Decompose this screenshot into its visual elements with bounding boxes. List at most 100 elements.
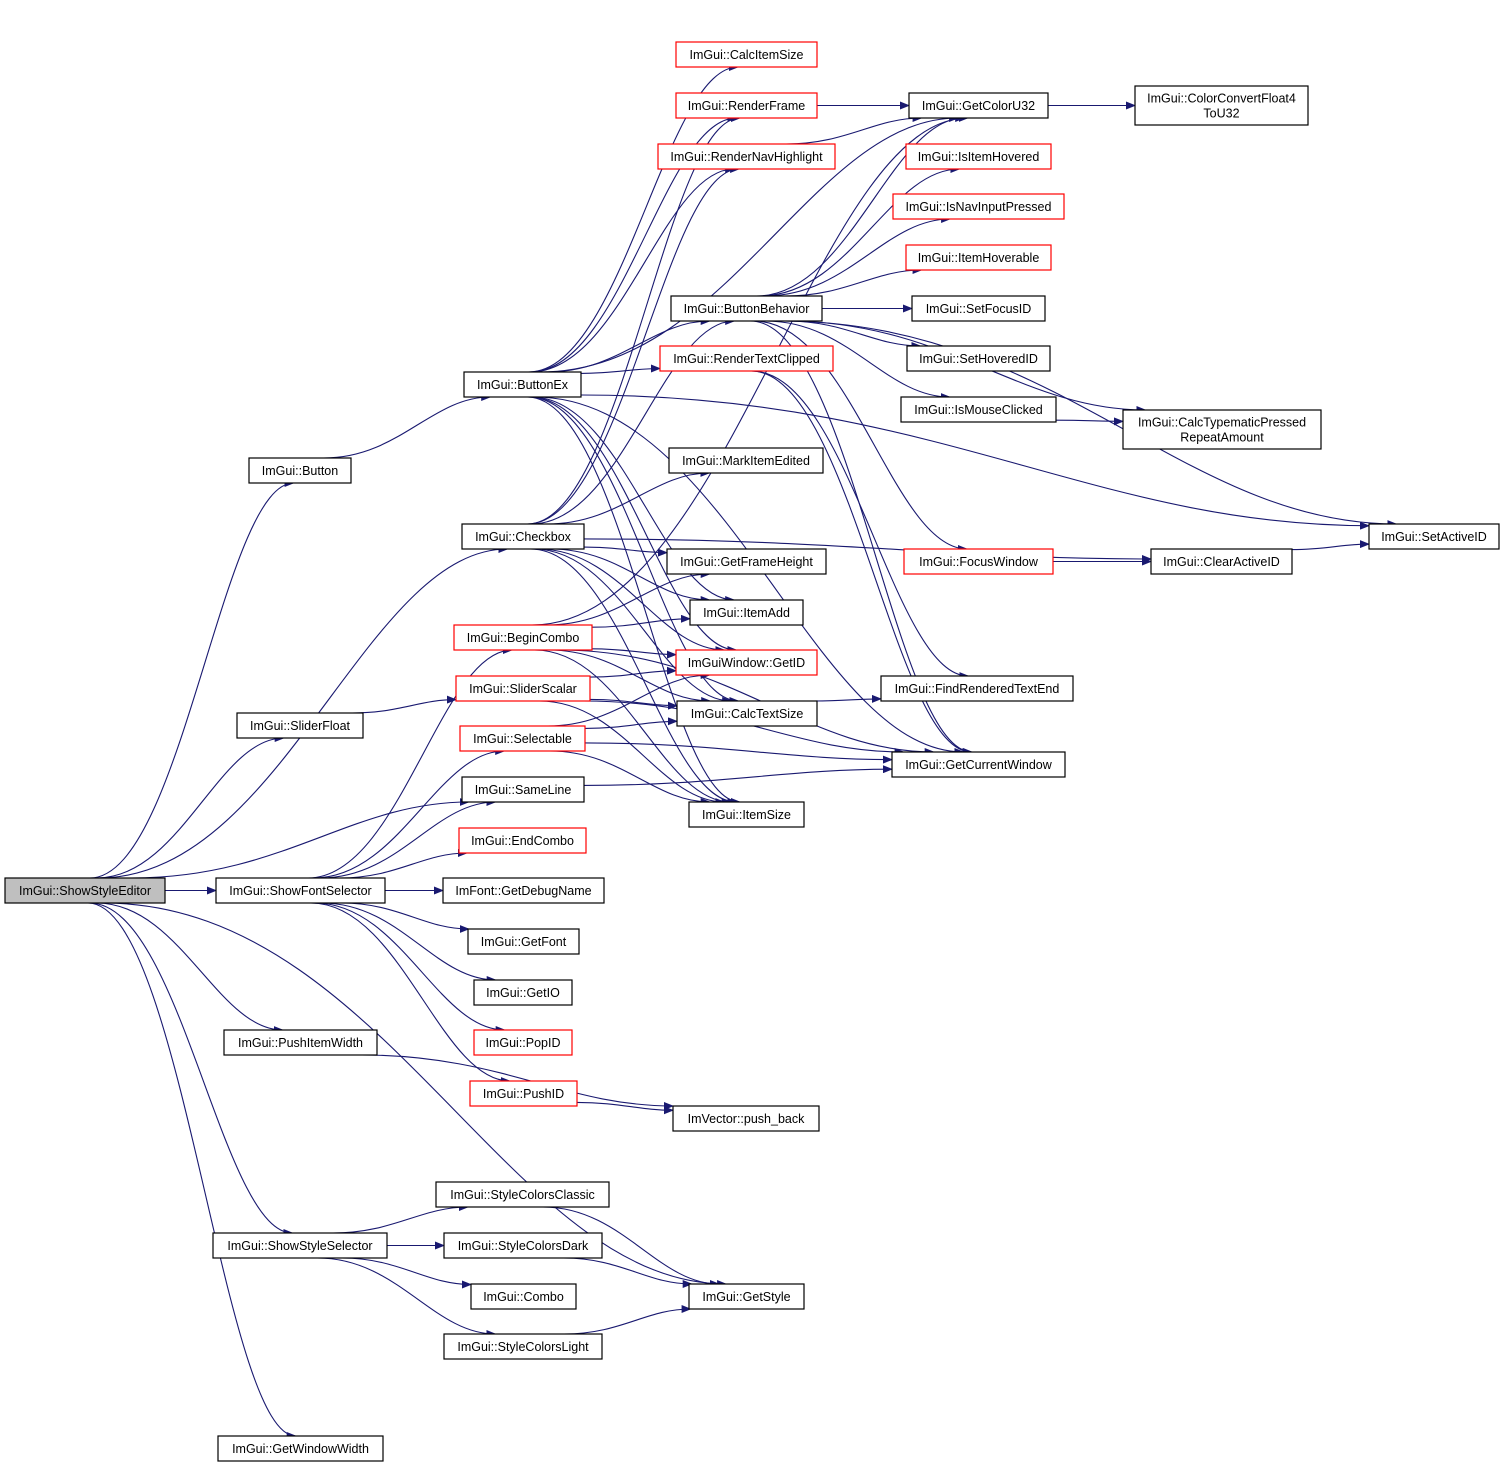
node-label: ImGui::RenderFrame xyxy=(688,99,805,113)
node-buttonex[interactable]: ImGui::ButtonEx xyxy=(463,371,582,398)
node-box xyxy=(670,295,823,322)
node-itemadd[interactable]: ImGui::ItemAdd xyxy=(689,599,804,626)
call-edge-sliderscalar-to-itemsize xyxy=(539,700,726,806)
node-getid[interactable]: ImGuiWindow::GetID xyxy=(675,649,818,676)
node-calctextsize[interactable]: ImGui::CalcTextSize xyxy=(676,700,818,727)
call-edge-showfont-to-getfont xyxy=(341,902,470,933)
node-begincombo[interactable]: ImGui::BeginCombo xyxy=(453,624,593,651)
node-box xyxy=(443,1333,603,1360)
node-label: RepeatAmount xyxy=(1180,431,1264,445)
node-box xyxy=(458,827,587,854)
node-showstylesel[interactable]: ImGui::ShowStyleSelector xyxy=(212,1232,388,1259)
node-getstyle[interactable]: ImGui::GetStyle xyxy=(688,1283,805,1310)
call-edge-buttonex-to-renderframe xyxy=(529,114,738,373)
node-itemsize[interactable]: ImGui::ItemSize xyxy=(688,801,805,828)
call-edge-rendertextclipped-to-getcurrentwindow xyxy=(750,370,973,756)
call-edge-showstylesel-to-combo xyxy=(341,1257,472,1289)
node-pushid[interactable]: ImGui::PushID xyxy=(469,1080,578,1107)
node-renderframe[interactable]: ImGui::RenderFrame xyxy=(675,92,818,119)
node-markitemedited[interactable]: ImGui::MarkItemEdited xyxy=(668,447,824,474)
call-edge-root-to-sliderfloat xyxy=(96,734,285,879)
node-label: ImGui::ClearActiveID xyxy=(1163,555,1280,569)
node-combo[interactable]: ImGui::Combo xyxy=(470,1283,577,1310)
node-isnavinput[interactable]: ImGui::IsNavInputPressed xyxy=(892,193,1065,220)
node-label: ImGui::StyleColorsLight xyxy=(457,1340,589,1354)
node-pushback[interactable]: ImVector::push_back xyxy=(672,1105,820,1132)
node-getdebugname[interactable]: ImFont::GetDebugName xyxy=(442,877,605,904)
node-label: ImGui::ItemSize xyxy=(702,808,791,822)
call-edge-buttonex-to-itemadd xyxy=(531,396,736,604)
node-label: ImGui::BeginCombo xyxy=(467,631,580,645)
call-edge-showfont-to-pushid xyxy=(310,902,511,1085)
node-label: ImGui::ShowStyleEditor xyxy=(19,884,151,898)
node-rendertextclipped[interactable]: ImGui::RenderTextClipped xyxy=(659,345,834,372)
call-edge-checkbox-to-clearactiveid xyxy=(583,538,1152,563)
call-edge-sameline-to-getcurrentwindow xyxy=(583,765,893,786)
node-buttonbehavior[interactable]: ImGui::ButtonBehavior xyxy=(670,295,823,322)
node-label: ImGui::IsNavInputPressed xyxy=(906,200,1052,214)
node-pushitemwidth[interactable]: ImGui::PushItemWidth xyxy=(223,1029,378,1056)
call-edge-checkbox-to-buttonbehavior xyxy=(531,317,736,525)
call-edges xyxy=(87,63,1398,1440)
node-isitemhovered[interactable]: ImGui::IsItemHovered xyxy=(905,143,1052,170)
node-label: ImGui::SetFocusID xyxy=(926,302,1032,316)
call-edge-showstylesel-to-classic xyxy=(333,1203,469,1234)
node-label: ImGui::GetIO xyxy=(486,986,560,1000)
node-itemhoverable[interactable]: ImGui::ItemHoverable xyxy=(905,244,1052,271)
node-showfont[interactable]: ImGui::ShowFontSelector xyxy=(215,877,386,904)
node-popid[interactable]: ImGui::PopID xyxy=(473,1029,573,1056)
call-edge-checkbox-to-rendernav xyxy=(527,165,741,525)
node-endcombo[interactable]: ImGui::EndCombo xyxy=(458,827,587,854)
node-box xyxy=(435,1181,610,1208)
node-checkbox[interactable]: ImGui::Checkbox xyxy=(461,523,585,550)
call-edge-begincombo-to-getid xyxy=(591,648,677,659)
node-label: ImGui::Button xyxy=(262,464,338,478)
call-edge-buttonbehavior-to-getcurrentwindow xyxy=(750,320,974,756)
node-sliderscalar[interactable]: ImGui::SliderScalar xyxy=(455,675,591,702)
node-button[interactable]: ImGui::Button xyxy=(248,457,352,484)
node-getio[interactable]: ImGui::GetIO xyxy=(473,979,573,1006)
node-light[interactable]: ImGui::StyleColorsLight xyxy=(443,1333,603,1360)
node-ismouseclicked[interactable]: ImGui::IsMouseClicked xyxy=(900,396,1057,423)
node-box xyxy=(891,751,1066,778)
node-label: ImGui::GetStyle xyxy=(702,1290,790,1304)
node-sameline[interactable]: ImGui::SameLine xyxy=(461,776,585,803)
node-setactiveid[interactable]: ImGui::SetActiveID xyxy=(1368,523,1500,550)
node-setfocusid[interactable]: ImGui::SetFocusID xyxy=(911,295,1046,322)
node-classic[interactable]: ImGui::StyleColorsClassic xyxy=(435,1181,610,1208)
node-box xyxy=(212,1232,388,1259)
node-sliderfloat[interactable]: ImGui::SliderFloat xyxy=(236,712,364,739)
node-focuswindow[interactable]: ImGui::FocusWindow xyxy=(903,548,1054,575)
node-sethoveredid[interactable]: ImGui::SetHoveredID xyxy=(906,345,1051,372)
node-getcurrentwindow[interactable]: ImGui::GetCurrentWindow xyxy=(891,751,1066,778)
node-box xyxy=(248,457,352,484)
node-box xyxy=(900,396,1057,423)
call-edge-sliderscalar-to-getid xyxy=(589,666,677,678)
node-findrendered[interactable]: ImGui::FindRenderedTextEnd xyxy=(880,675,1074,702)
node-dark[interactable]: ImGui::StyleColorsDark xyxy=(443,1232,603,1259)
call-edge-sliderfloat-to-sliderscalar xyxy=(352,695,457,714)
call-edge-selectable-to-getcurrentwindow xyxy=(584,742,893,764)
node-box xyxy=(880,675,1074,702)
node-box xyxy=(463,371,582,398)
node-getcoloru32[interactable]: ImGui::GetColorU32 xyxy=(908,92,1049,119)
node-clearactiveid[interactable]: ImGui::ClearActiveID xyxy=(1150,548,1293,575)
node-label: ImGui::SliderFloat xyxy=(250,719,351,733)
node-calcitemsize[interactable]: ImGui::CalcItemSize xyxy=(675,41,818,68)
node-label: ImGui::CalcTextSize xyxy=(691,707,804,721)
node-rendernav[interactable]: ImGui::RenderNavHighlight xyxy=(657,143,836,170)
node-label: ImGui::CalcItemSize xyxy=(690,48,804,62)
node-getwindowwidth[interactable]: ImGui::GetWindowWidth xyxy=(217,1435,384,1462)
node-getframeheight[interactable]: ImGui::GetFrameHeight xyxy=(666,548,827,575)
node-label: ImGui::Selectable xyxy=(473,732,572,746)
node-label: ImGui::PushID xyxy=(483,1087,564,1101)
call-edge-buttonex-to-calcitemsize xyxy=(528,63,739,373)
node-getfont[interactable]: ImGui::GetFont xyxy=(467,928,580,955)
node-root[interactable]: ImGui::ShowStyleEditor xyxy=(4,877,166,904)
node-selectable[interactable]: ImGui::Selectable xyxy=(459,725,586,752)
call-edge-root-to-sameline xyxy=(131,798,470,879)
call-edge-showfont-to-begincombo xyxy=(308,646,513,879)
node-box xyxy=(453,624,593,651)
